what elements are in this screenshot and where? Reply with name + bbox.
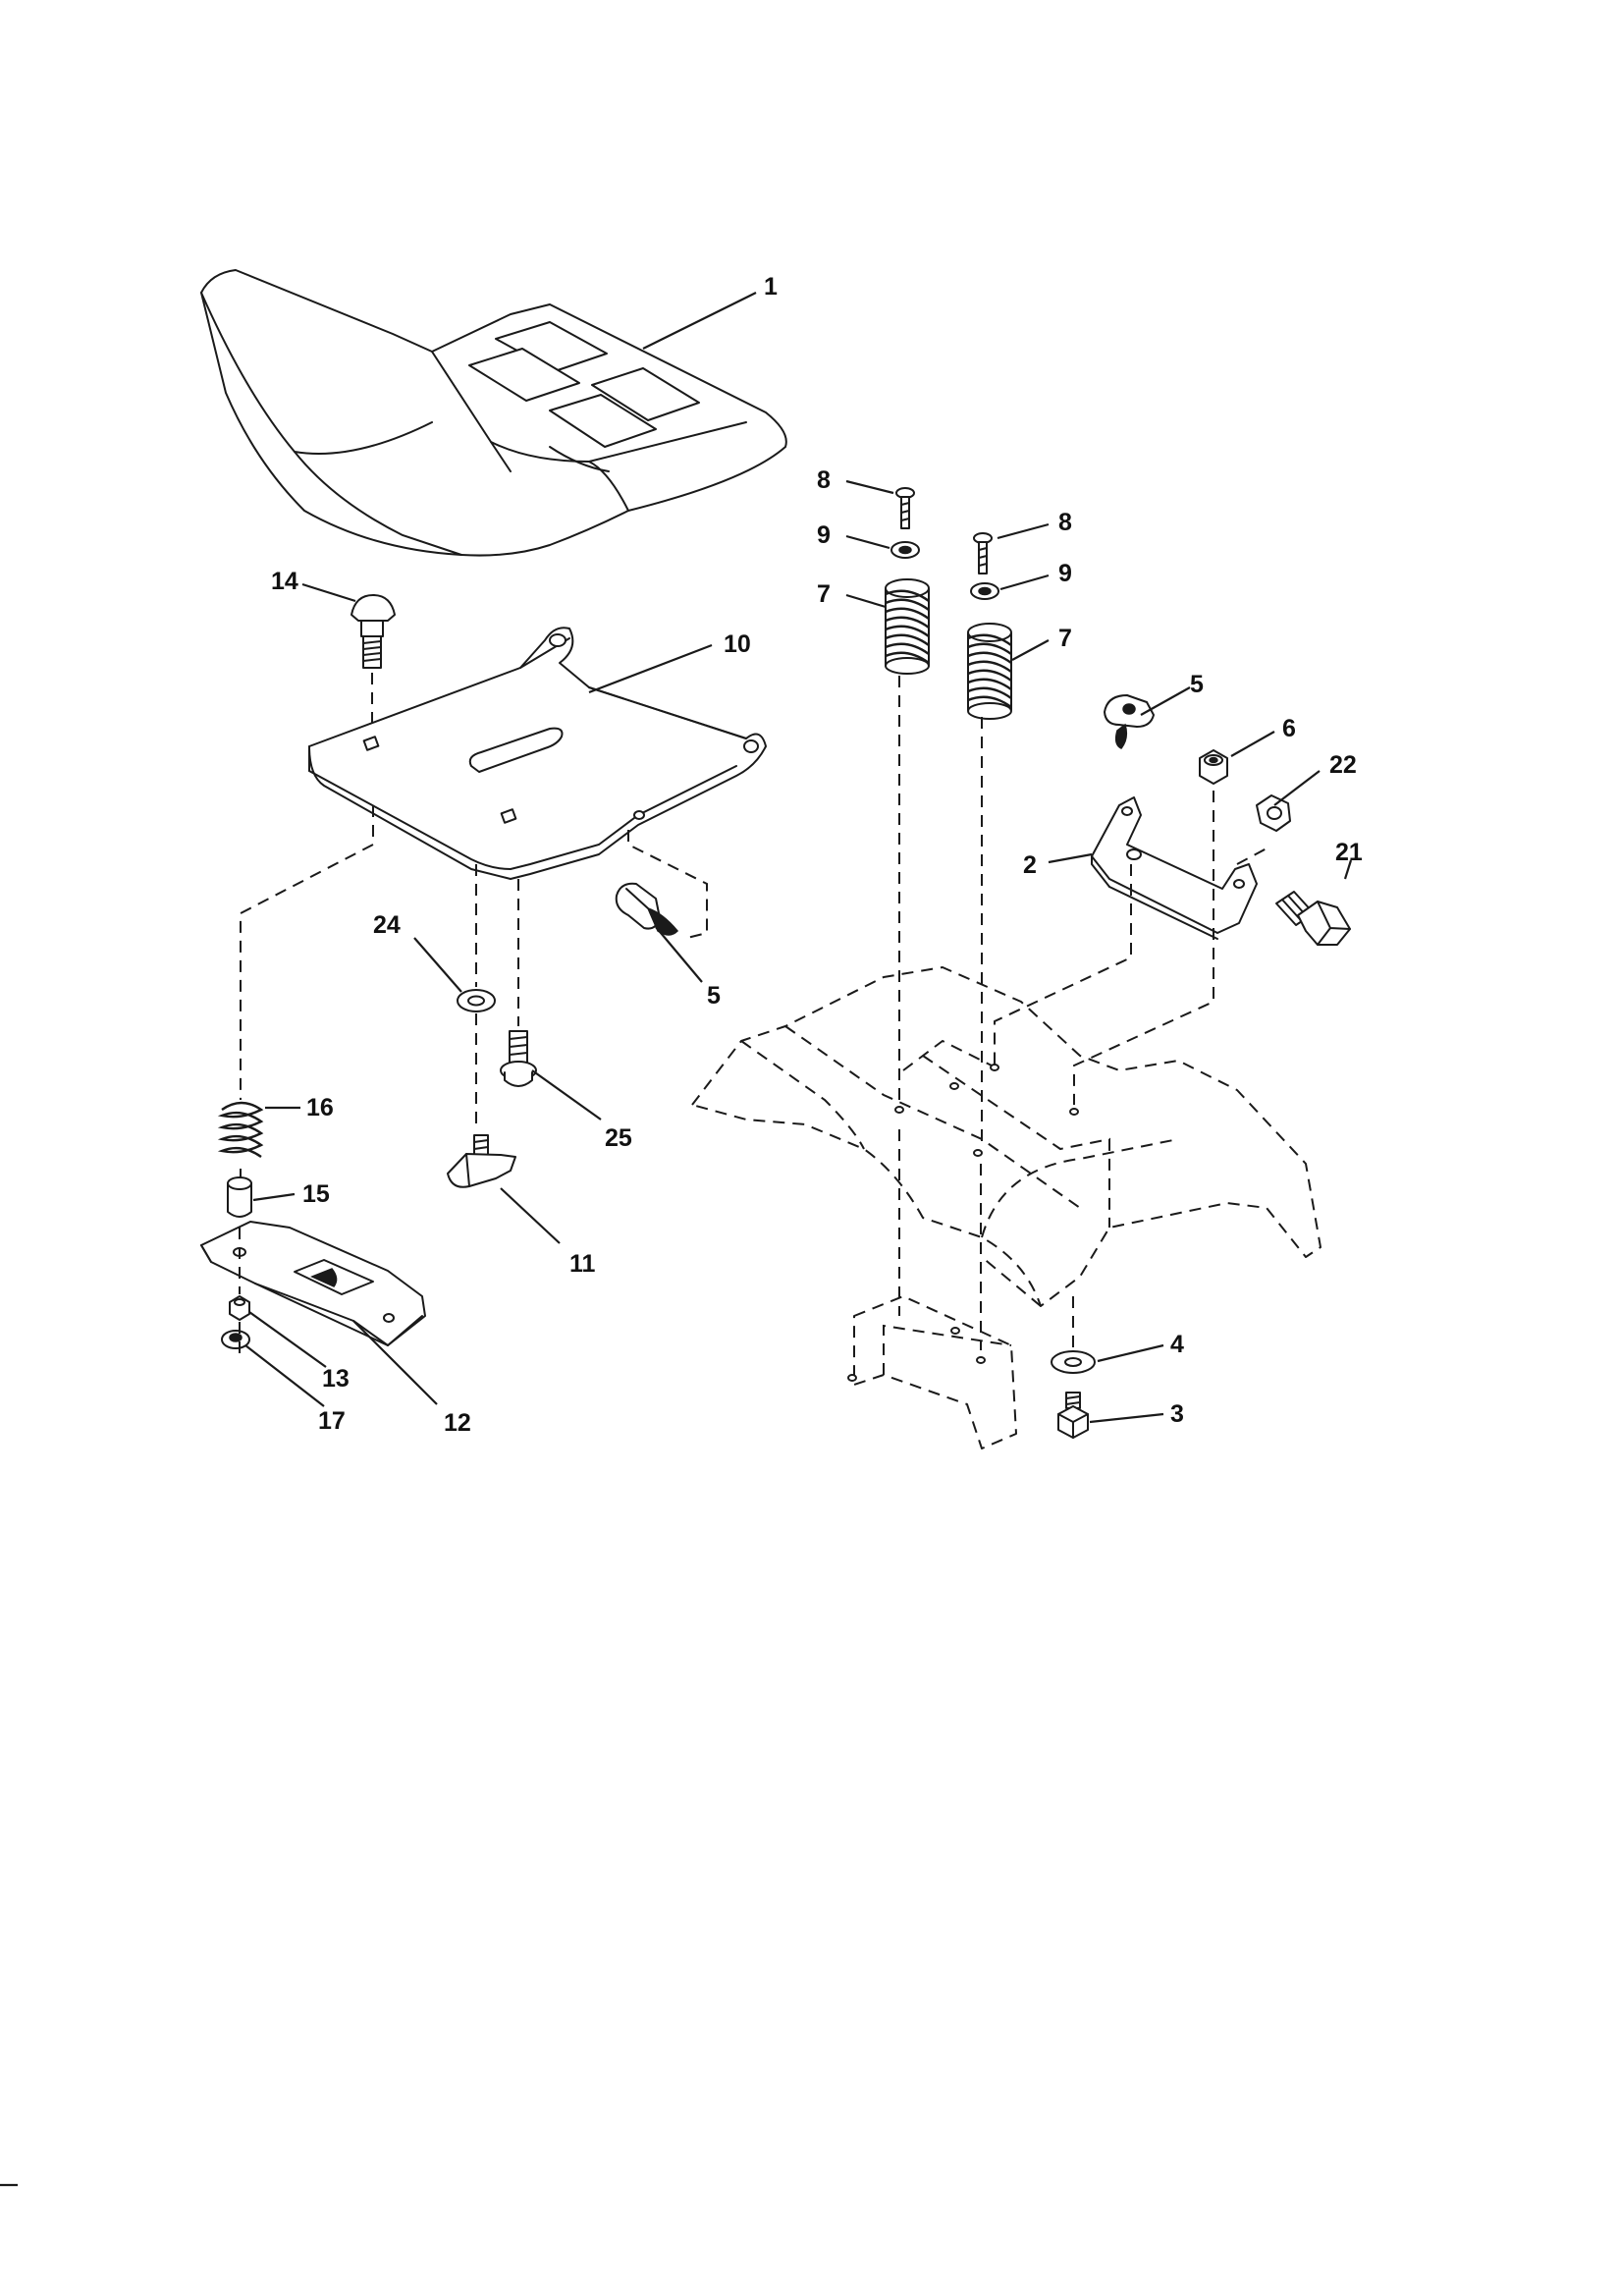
part-clip-right <box>1104 694 1155 749</box>
part-nut-22 <box>1256 794 1291 832</box>
assembly-lines-right <box>898 676 1267 1350</box>
part-bolt-8-right <box>973 532 993 574</box>
callout-14: 14 <box>271 568 298 595</box>
part-spring-16 <box>217 1101 264 1158</box>
part-hex-bolt-3 <box>1057 1392 1089 1439</box>
part-washer-24 <box>457 989 496 1012</box>
callout-16: 16 <box>306 1094 334 1121</box>
leader-lines <box>0 292 1353 2187</box>
part-carriage-bolt <box>351 594 396 669</box>
callout-8-left: 8 <box>817 466 831 494</box>
part-washer-4 <box>1051 1350 1096 1374</box>
part-lock-nut-17 <box>221 1330 250 1349</box>
assembly-lines-left <box>239 673 708 1353</box>
part-spacer <box>227 1176 252 1218</box>
part-shoulder-bolt-21 <box>1275 891 1351 946</box>
callout-13: 13 <box>322 1365 350 1393</box>
callout-24: 24 <box>373 911 401 939</box>
callout-1: 1 <box>764 273 778 301</box>
part-nut-6 <box>1199 749 1228 785</box>
callout-10: 10 <box>724 630 751 658</box>
callout-7-right: 7 <box>1058 625 1072 652</box>
callout-2: 2 <box>1023 851 1037 879</box>
part-seat <box>200 269 787 557</box>
callout-12: 12 <box>444 1409 471 1437</box>
callout-5-left: 5 <box>707 982 721 1010</box>
part-frame-reference <box>691 966 1321 1449</box>
callout-7-left: 7 <box>817 580 831 608</box>
callout-8-right: 8 <box>1058 509 1072 536</box>
callout-5-right: 5 <box>1190 671 1204 698</box>
callout-9-left: 9 <box>817 521 831 549</box>
part-bracket-2 <box>1091 796 1258 940</box>
callout-11: 11 <box>569 1250 596 1278</box>
part-nut-13 <box>229 1295 250 1321</box>
callout-labels: 1 8 8 9 9 7 7 14 10 5 6 22 21 2 24 5 16 … <box>271 273 1363 1437</box>
callout-21: 21 <box>1335 839 1363 866</box>
part-bolt-8-left <box>895 487 915 529</box>
callout-17: 17 <box>318 1407 346 1435</box>
part-shoulder-bolt <box>500 1030 537 1087</box>
callout-25: 25 <box>605 1124 632 1152</box>
part-washer-9-left <box>890 541 920 559</box>
callout-22: 22 <box>1329 751 1357 779</box>
part-adjuster-plate <box>200 1221 426 1346</box>
part-seat-pan <box>308 627 767 880</box>
callout-4: 4 <box>1170 1331 1184 1358</box>
callout-9-right: 9 <box>1058 560 1072 587</box>
part-spring-7-left <box>885 578 930 675</box>
callout-15: 15 <box>302 1180 330 1208</box>
part-spring-7-right <box>967 623 1012 720</box>
callout-3: 3 <box>1170 1400 1184 1428</box>
part-washer-9-right <box>970 582 999 600</box>
part-wing-knob <box>447 1134 516 1188</box>
part-clip-left <box>615 882 679 936</box>
callout-6: 6 <box>1282 715 1296 742</box>
